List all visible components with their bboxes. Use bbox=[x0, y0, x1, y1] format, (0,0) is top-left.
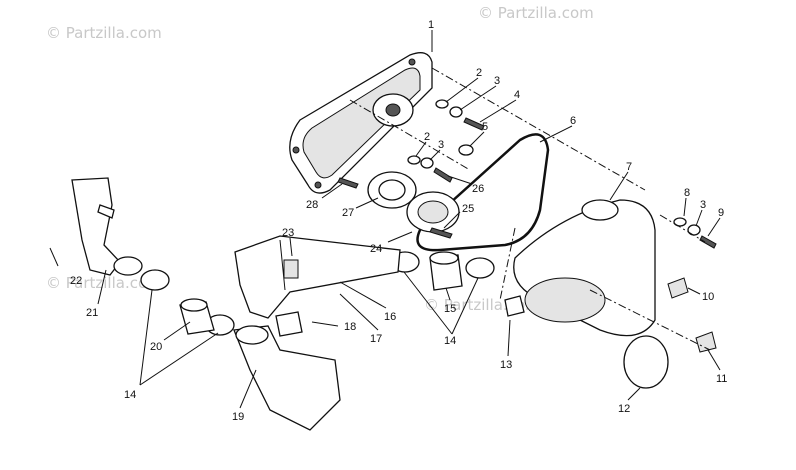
outlet-duct bbox=[233, 311, 341, 431]
callout-25: 25 bbox=[462, 203, 474, 215]
boot-20 bbox=[179, 298, 215, 335]
boot-15 bbox=[429, 251, 463, 291]
callout-3b: 3 bbox=[438, 139, 444, 151]
drive-belt bbox=[416, 133, 550, 252]
pad-11 bbox=[695, 331, 717, 353]
intake-duct bbox=[71, 177, 143, 276]
center-duct bbox=[234, 235, 401, 319]
callout-18: 18 bbox=[344, 321, 356, 333]
callout-2: 2 bbox=[476, 67, 482, 79]
hardware bbox=[337, 99, 717, 249]
callout-5: 5 bbox=[482, 121, 488, 133]
callout-4: 4 bbox=[514, 89, 520, 101]
callout-17: 17 bbox=[370, 333, 382, 345]
callout-7: 7 bbox=[626, 161, 632, 173]
callout-1: 1 bbox=[428, 19, 434, 31]
callout-14a: 14 bbox=[444, 335, 456, 347]
clamps bbox=[140, 251, 495, 336]
seal-27 bbox=[367, 171, 417, 209]
callout-27: 27 bbox=[342, 207, 354, 219]
callout-21: 21 bbox=[86, 307, 98, 319]
callout-23: 23 bbox=[282, 227, 294, 239]
alignment-lines bbox=[349, 67, 711, 351]
callout-3c: 3 bbox=[700, 199, 706, 211]
callout-12: 12 bbox=[618, 403, 630, 415]
callout-22: 22 bbox=[70, 275, 82, 287]
callout-9: 9 bbox=[718, 207, 724, 219]
inner-cover bbox=[289, 52, 433, 194]
callout-10: 10 bbox=[702, 291, 714, 303]
gasket-12 bbox=[623, 335, 669, 389]
callout-24: 24 bbox=[370, 243, 382, 255]
callout-3: 3 bbox=[494, 75, 500, 87]
watermark-top-left: © Partzilla.com bbox=[46, 24, 162, 42]
callout-2b: 2 bbox=[424, 131, 430, 143]
leader-lines bbox=[49, 30, 721, 409]
callout-26: 26 bbox=[472, 183, 484, 195]
clip-10 bbox=[667, 277, 689, 299]
callout-19: 19 bbox=[232, 411, 244, 423]
callout-16: 16 bbox=[384, 311, 396, 323]
callout-28: 28 bbox=[306, 199, 318, 211]
watermark-mid-left: © Partzilla.com bbox=[46, 274, 162, 292]
callout-8: 8 bbox=[684, 187, 690, 199]
callout-13: 13 bbox=[500, 359, 512, 371]
callout-6: 6 bbox=[570, 115, 576, 127]
callout-20: 20 bbox=[150, 341, 162, 353]
callout-15: 15 bbox=[444, 303, 456, 315]
callout-11: 11 bbox=[716, 373, 727, 385]
callout-14b: 14 bbox=[124, 389, 136, 401]
callout-labels: 1 2 3 4 5 6 2 3 26 28 27 25 7 8 3 9 23 2… bbox=[70, 19, 727, 423]
outer-cover bbox=[504, 199, 656, 337]
bearing-24 bbox=[406, 191, 460, 233]
watermark-top-right: © Partzilla.com bbox=[478, 4, 594, 22]
